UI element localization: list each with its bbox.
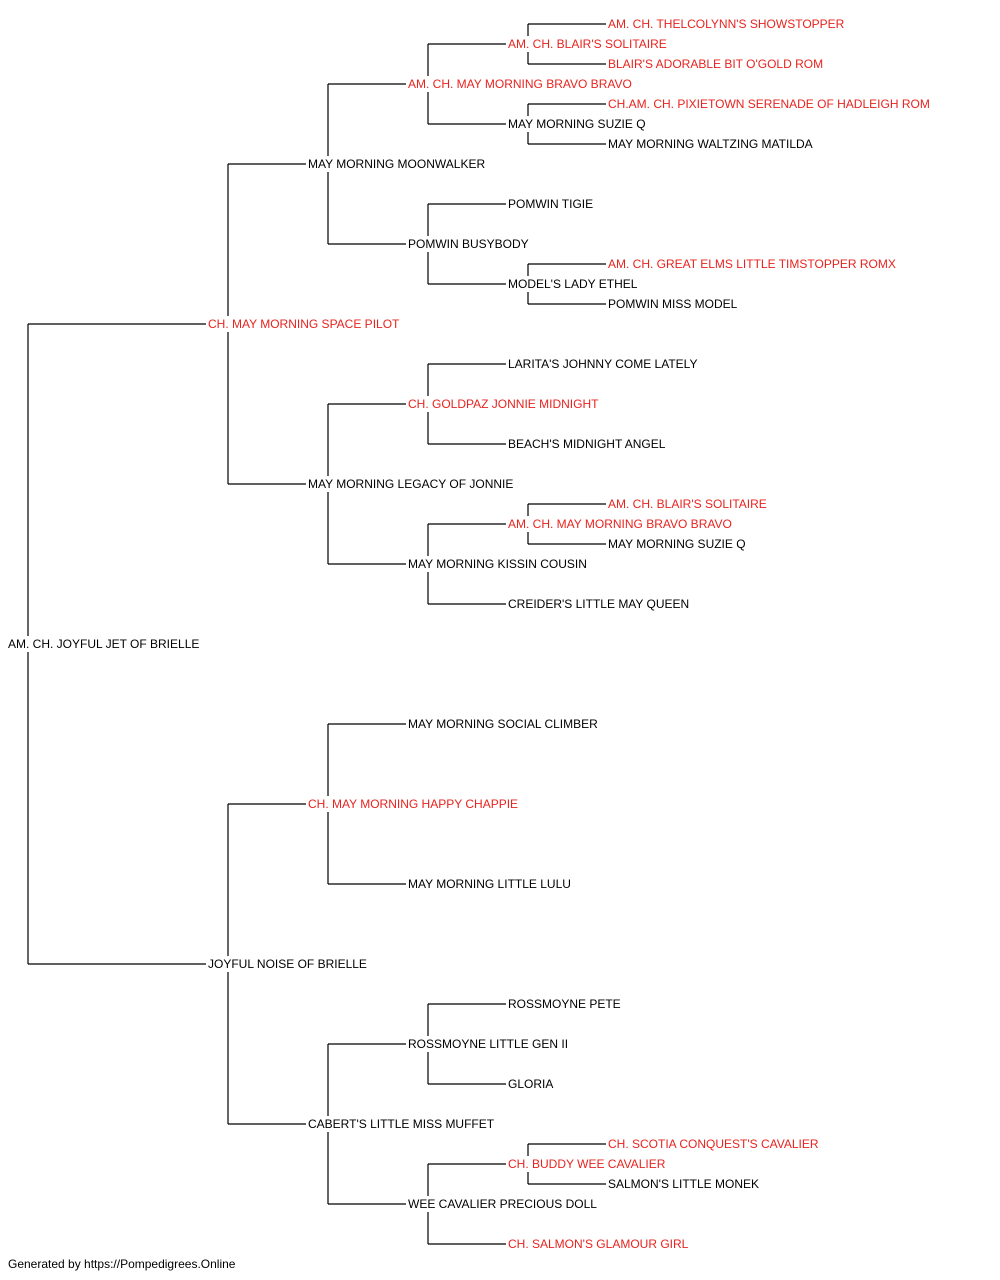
pedigree-node-sire[interactable]: AM. CH. MAY MORNING BRAVO BRAVO bbox=[508, 517, 734, 531]
pedigree-node-sire[interactable]: CH. MAY MORNING HAPPY CHAPPIE bbox=[308, 797, 521, 811]
pedigree-node-sire[interactable]: AM. CH. BLAIR'S SOLITAIRE bbox=[508, 37, 669, 51]
pedigree-node-sire[interactable]: CH. SCOTIA CONQUEST'S CAVALIER bbox=[608, 1137, 821, 1151]
pedigree-node-sire[interactable]: AM. CH. BLAIR'S SOLITAIRE bbox=[608, 497, 769, 511]
pedigree-node-dam[interactable]: MAY MORNING KISSIN COUSIN bbox=[408, 557, 589, 571]
pedigree-node-dam[interactable]: MAY MORNING SUZIE Q bbox=[508, 117, 648, 131]
pedigree-node-sire[interactable]: LARITA'S JOHNNY COME LATELY bbox=[508, 357, 700, 371]
pedigree-node-sire[interactable]: CH. GOLDPAZ JONNIE MIDNIGHT bbox=[408, 397, 601, 411]
pedigree-node-dam[interactable]: MAY MORNING SUZIE Q bbox=[608, 537, 748, 551]
pedigree-node-subject[interactable]: AM. CH. JOYFUL JET OF BRIELLE bbox=[8, 637, 202, 651]
pedigree-node-dam[interactable]: BEACH'S MIDNIGHT ANGEL bbox=[508, 437, 668, 451]
pedigree-node-dam[interactable]: CH. SALMON'S GLAMOUR GIRL bbox=[508, 1237, 691, 1251]
pedigree-node-sire[interactable]: POMWIN TIGIE bbox=[508, 197, 596, 211]
pedigree-node-dam[interactable]: CREIDER'S LITTLE MAY QUEEN bbox=[508, 597, 692, 611]
pedigree-node-dam[interactable]: POMWIN BUSYBODY bbox=[408, 237, 531, 251]
pedigree-node-sire[interactable]: CH.AM. CH. PIXIETOWN SERENADE OF HADLEIG… bbox=[608, 97, 932, 111]
pedigree-node-dam[interactable]: SALMON'S LITTLE MONEK bbox=[608, 1177, 761, 1191]
pedigree-node-sire[interactable]: CH. MAY MORNING SPACE PILOT bbox=[208, 317, 402, 331]
pedigree-node-dam[interactable]: CABERT'S LITTLE MISS MUFFET bbox=[308, 1117, 497, 1131]
pedigree-node-dam[interactable]: MODEL'S LADY ETHEL bbox=[508, 277, 640, 291]
pedigree-node-dam[interactable]: JOYFUL NOISE OF BRIELLE bbox=[208, 957, 369, 971]
pedigree-node-dam[interactable]: POMWIN MISS MODEL bbox=[608, 297, 740, 311]
pedigree-node-sire[interactable]: AM. CH. GREAT ELMS LITTLE TIMSTOPPER ROM… bbox=[608, 257, 898, 271]
pedigree-node-sire[interactable]: ROSSMOYNE LITTLE GEN II bbox=[408, 1037, 571, 1051]
pedigree-node-dam[interactable]: GLORIA bbox=[508, 1077, 556, 1091]
pedigree-node-sire[interactable]: CH. BUDDY WEE CAVALIER bbox=[508, 1157, 668, 1171]
pedigree-node-dam[interactable]: WEE CAVALIER PRECIOUS DOLL bbox=[408, 1197, 599, 1211]
pedigree-node-dam[interactable]: BLAIR'S ADORABLE BIT O'GOLD ROM bbox=[608, 57, 826, 71]
pedigree-node-sire[interactable]: AM. CH. MAY MORNING BRAVO BRAVO bbox=[408, 77, 634, 91]
pedigree-node-sire[interactable]: MAY MORNING MOONWALKER bbox=[308, 157, 488, 171]
pedigree-node-sire[interactable]: ROSSMOYNE PETE bbox=[508, 997, 623, 1011]
pedigree-node-dam[interactable]: MAY MORNING LEGACY OF JONNIE bbox=[308, 477, 516, 491]
pedigree-node-dam[interactable]: MAY MORNING WALTZING MATILDA bbox=[608, 137, 815, 151]
pedigree-node-dam[interactable]: MAY MORNING LITTLE LULU bbox=[408, 877, 573, 891]
pedigree-node-sire[interactable]: AM. CH. THELCOLYNN'S SHOWSTOPPER bbox=[608, 17, 847, 31]
footer-credit: Generated by https://Pompedigrees.Online bbox=[8, 1257, 236, 1271]
pedigree-node-sire[interactable]: MAY MORNING SOCIAL CLIMBER bbox=[408, 717, 600, 731]
